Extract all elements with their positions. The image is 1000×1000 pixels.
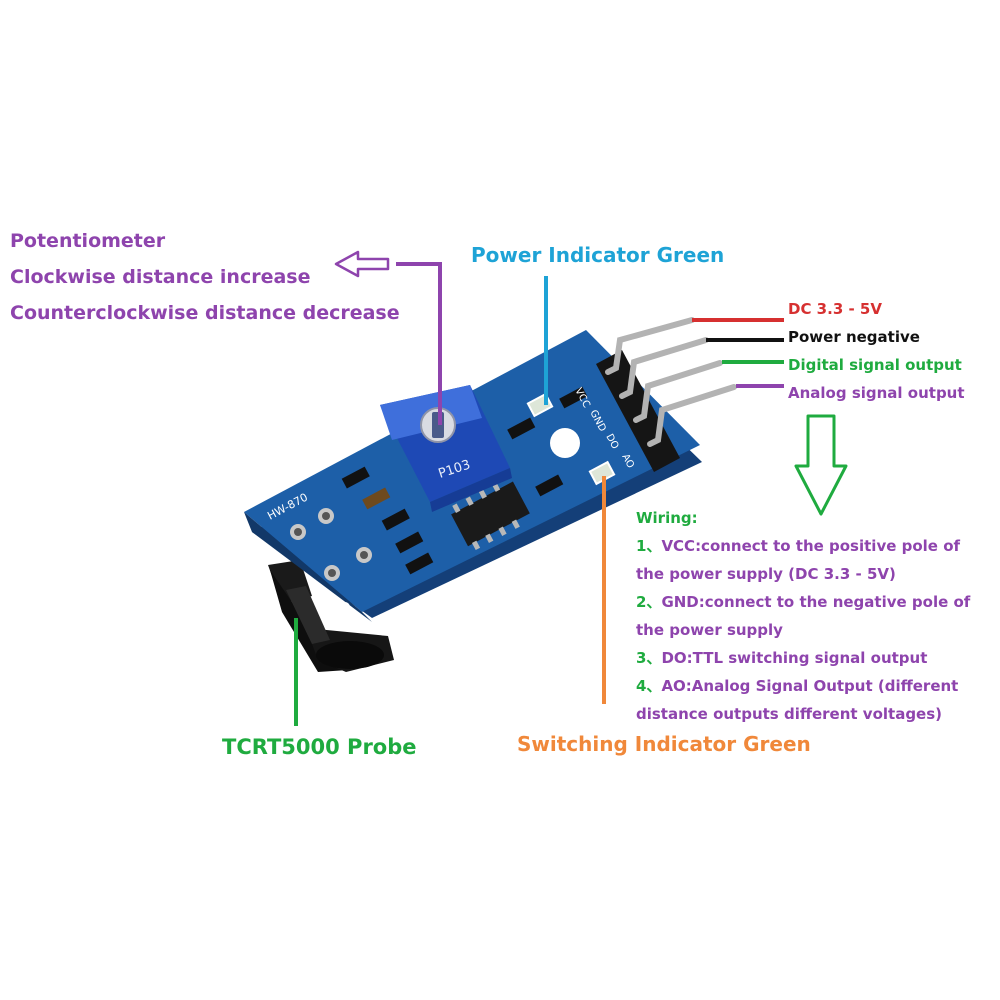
down-arrow-icon xyxy=(794,414,848,516)
wiring-item-ao: 4、AO:Analog Signal Output (different xyxy=(636,672,996,700)
wiring-item-gnd-cont: the power supply xyxy=(636,621,783,639)
wiring-item-text: GND:connect to the negative pole of xyxy=(661,593,971,611)
wiring-title: Wiring: xyxy=(636,509,698,527)
power-indicator-label: Power Indicator Green xyxy=(471,243,725,267)
wiring-item-ao-cont: distance outputs different voltages) xyxy=(636,705,943,723)
wiring-item-number: 2、 xyxy=(636,593,662,611)
tcrt5000-probe xyxy=(268,560,394,672)
switching-indicator-label: Switching Indicator Green xyxy=(517,732,811,756)
header-pins: VCC GND DO AO xyxy=(572,317,737,472)
potentiometer-clockwise-note: Clockwise distance increase xyxy=(10,266,311,288)
wiring-item-text: VCC:connect to the positive pole of xyxy=(661,537,961,555)
wiring-item-gnd: 2、GND:connect to the negative pole of xyxy=(636,588,996,616)
potentiometer: P103 xyxy=(380,385,512,512)
wiring-item-vcc: 1、VCC:connect to the positive pole of xyxy=(636,532,996,560)
wiring-notes: Wiring: 1、VCC:connect to the positive po… xyxy=(636,504,996,728)
wiring-item-text: AO:Analog Signal Output (different xyxy=(661,677,959,695)
pin-do-label: Digital signal output xyxy=(788,356,962,374)
pin-ao-label: Analog signal output xyxy=(788,384,965,402)
wiring-item-text: DO:TTL switching signal output xyxy=(661,649,928,667)
wiring-item-number: 3、 xyxy=(636,649,662,667)
pin-vcc-label: DC 3.3 - 5V xyxy=(788,300,882,318)
wiring-item-do: 3、DO:TTL switching signal output xyxy=(636,644,996,672)
potentiometer-title: Potentiometer xyxy=(10,230,166,252)
potentiometer-counterclockwise-note: Counterclockwise distance decrease xyxy=(10,302,400,324)
wiring-item-number: 1、 xyxy=(636,537,662,555)
potentiometer-callout xyxy=(334,250,442,425)
wiring-item-number: 4、 xyxy=(636,677,662,695)
wiring-item-vcc-cont: the power supply (DC 3.3 - 5V) xyxy=(636,565,896,583)
pin-gnd-label: Power negative xyxy=(788,328,920,346)
probe-label: TCRT5000 Probe xyxy=(222,735,417,759)
